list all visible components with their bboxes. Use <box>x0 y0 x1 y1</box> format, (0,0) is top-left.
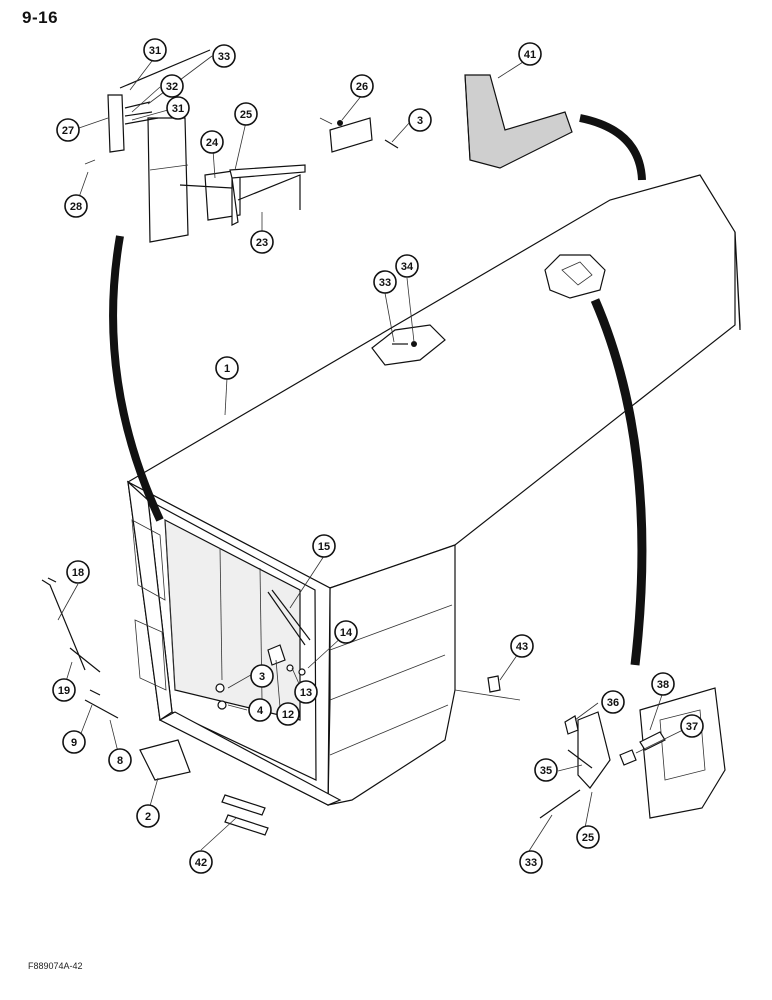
callout-33: 33 <box>519 850 543 874</box>
callout-label: 33 <box>218 51 230 63</box>
callout-37: 37 <box>680 714 704 738</box>
callout-label: 24 <box>206 137 219 149</box>
callout-label: 36 <box>607 697 619 709</box>
callout-26: 26 <box>350 74 374 98</box>
callout-42: 42 <box>189 850 213 874</box>
callout-label: 26 <box>356 81 368 93</box>
callout-2: 2 <box>136 804 160 828</box>
lower-left-linkage <box>41 577 269 836</box>
callout-31: 31 <box>166 96 190 120</box>
callout-24: 24 <box>200 130 224 154</box>
callout-25: 25 <box>234 102 258 126</box>
callout-label: 42 <box>195 857 207 869</box>
callout-label: 25 <box>582 832 594 844</box>
callout-41: 41 <box>518 42 542 66</box>
callout-23: 23 <box>250 230 274 254</box>
callout-label: 4 <box>257 705 264 717</box>
callout-43: 43 <box>510 634 534 658</box>
callout-34: 34 <box>395 254 419 278</box>
callout-label: 19 <box>58 685 70 697</box>
callout-label: 37 <box>686 721 698 733</box>
callout-32: 32 <box>160 74 184 98</box>
callout-4: 4 <box>248 698 272 722</box>
callout-label: 13 <box>300 687 312 699</box>
callout-label: 3 <box>417 115 423 127</box>
callout-8: 8 <box>108 748 132 772</box>
callout-label: 38 <box>657 679 669 691</box>
callout-label: 8 <box>117 755 123 767</box>
callout-label: 3 <box>259 671 265 683</box>
callout-label: 41 <box>524 49 536 61</box>
callout-label: 14 <box>340 627 353 639</box>
callout-12: 12 <box>276 702 300 726</box>
callout-18: 18 <box>66 560 90 584</box>
callout-33: 33 <box>373 270 397 294</box>
callout-label: 43 <box>516 641 528 653</box>
callout-25: 25 <box>576 825 600 849</box>
callout-19: 19 <box>52 678 76 702</box>
callout-label: 9 <box>71 737 77 749</box>
callout-label: 27 <box>62 125 74 137</box>
page-number: 9-16 <box>22 8 59 27</box>
callout-31: 31 <box>143 38 167 62</box>
callout-27: 27 <box>56 118 80 142</box>
callout-label: 33 <box>379 277 391 289</box>
callout-28: 28 <box>64 194 88 218</box>
callout-label: 12 <box>282 709 294 721</box>
callout-label: 32 <box>166 81 178 93</box>
lower-right-bracket <box>487 675 726 819</box>
latch-plate <box>319 117 399 153</box>
figure-code: F889074A-42 <box>28 961 83 971</box>
callout-label: 18 <box>72 567 84 579</box>
callout-label: 28 <box>70 201 82 213</box>
leader-lines <box>57 55 690 852</box>
callout-label: 31 <box>172 103 184 115</box>
callout-1: 1 <box>215 356 239 380</box>
callout-label: 31 <box>149 45 161 57</box>
callout-35: 35 <box>534 758 558 782</box>
interior-hardware <box>215 589 311 710</box>
callout-label: 2 <box>145 811 151 823</box>
callout-3: 3 <box>408 108 432 132</box>
callout-33: 33 <box>212 44 236 68</box>
callout-label: 15 <box>318 541 330 553</box>
callout-label: 25 <box>240 109 252 121</box>
callout-38: 38 <box>651 672 675 696</box>
callout-label: 35 <box>540 765 552 777</box>
callout-label: 23 <box>256 237 268 249</box>
callout-15: 15 <box>312 534 336 558</box>
hood-body <box>126 174 741 806</box>
callout-3: 3 <box>250 664 274 688</box>
callout-label: 33 <box>525 857 537 869</box>
latch-assembly-top <box>84 49 306 243</box>
callout-14: 14 <box>334 620 358 644</box>
callout-9: 9 <box>62 730 86 754</box>
callout-36: 36 <box>601 690 625 714</box>
callout-label: 1 <box>224 363 230 375</box>
callout-label: 34 <box>401 261 414 273</box>
foam-seal <box>464 74 573 169</box>
callout-13: 13 <box>294 680 318 704</box>
